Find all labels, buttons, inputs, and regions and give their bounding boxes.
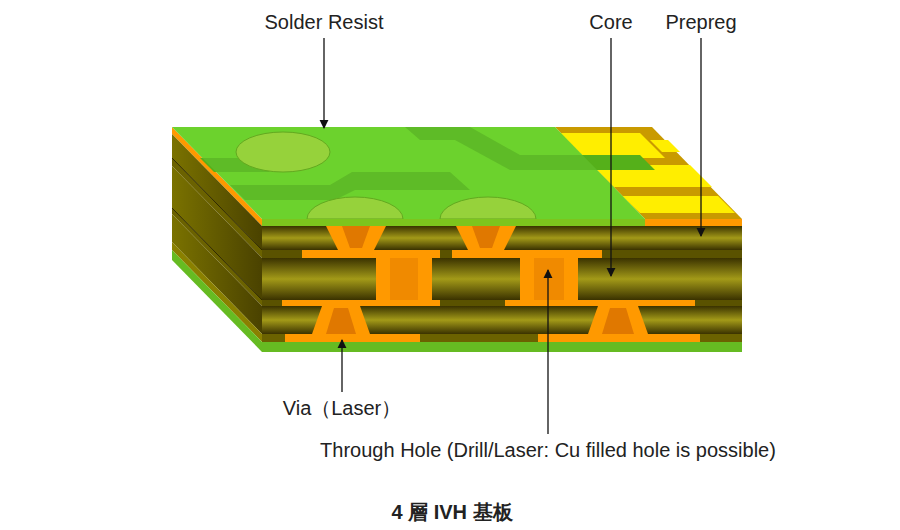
part-label: Core <box>587 10 634 34</box>
part-label: Through Hole (Drill/Laser: Cu filled hol… <box>318 438 778 462</box>
part-label: Solder Resist <box>263 10 386 34</box>
top-surface <box>172 127 742 219</box>
part-label: Prepreg <box>663 10 738 34</box>
part-label: Via（Laser） <box>281 396 404 420</box>
leader-lines <box>324 38 701 434</box>
front-face <box>262 219 742 352</box>
figure-caption: 4 層 IVH 基板 <box>389 500 514 524</box>
